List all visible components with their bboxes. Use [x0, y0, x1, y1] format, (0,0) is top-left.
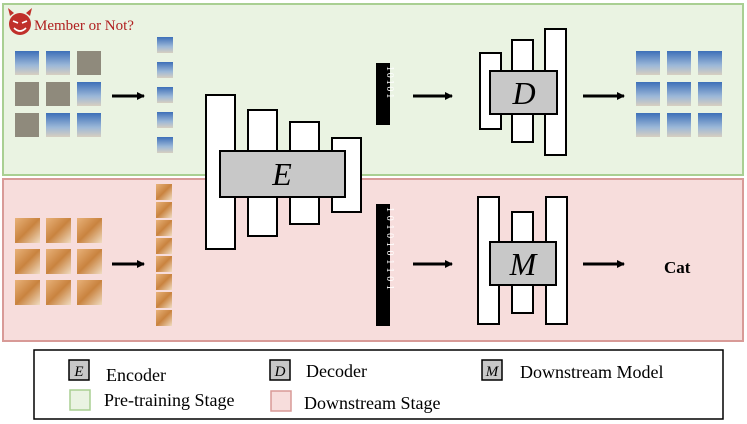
legend-model-label: Downstream Model: [520, 362, 663, 382]
pretraining-stage-panel: [2, 3, 744, 176]
pretrain-patch-column: [157, 37, 173, 153]
legend-model-swatch: [481, 359, 503, 381]
pretrain-code-strip: 10101: [376, 63, 395, 125]
legend-pretrain-label: Pre-training Stage: [104, 390, 234, 410]
encoder-block: [205, 94, 362, 250]
downstream-code-strip: 1010101101: [376, 204, 395, 326]
legend-downstream-label: Downstream Stage: [304, 393, 440, 413]
svg-text:1010101101: 1010101101: [384, 207, 395, 294]
downstream-patch-column: [156, 184, 172, 326]
legend-decoder-swatch: [269, 359, 291, 381]
output-label: Cat: [664, 258, 691, 277]
reconstructed-grid: [636, 51, 722, 137]
svg-text:10101: 10101: [384, 66, 395, 100]
legend-decoder-letter: D: [274, 364, 286, 380]
legend-encoder-swatch: [68, 359, 90, 381]
legend-encoder-label: Encoder: [106, 365, 166, 385]
downstream-stage-panel: [2, 178, 744, 342]
legend-decoder-label: Decoder: [306, 361, 367, 381]
decoder-label: D: [511, 75, 535, 111]
legend-pretrain-swatch: [69, 389, 91, 411]
legend-encoder-letter: E: [73, 364, 83, 380]
legend-downstream-swatch: [270, 390, 292, 412]
model-label: M: [509, 246, 539, 282]
pretrain-input-grid: [15, 51, 101, 137]
downstream-input-grid: [15, 218, 102, 305]
legend-box: [33, 349, 724, 420]
decoder-block: [479, 28, 567, 156]
downstream-model-block: [477, 196, 568, 325]
encoder-label: E: [271, 156, 292, 192]
legend-model-letter: M: [485, 364, 500, 380]
devil-icon: [8, 8, 32, 35]
member-or-not-label: Member or Not?: [34, 18, 134, 34]
